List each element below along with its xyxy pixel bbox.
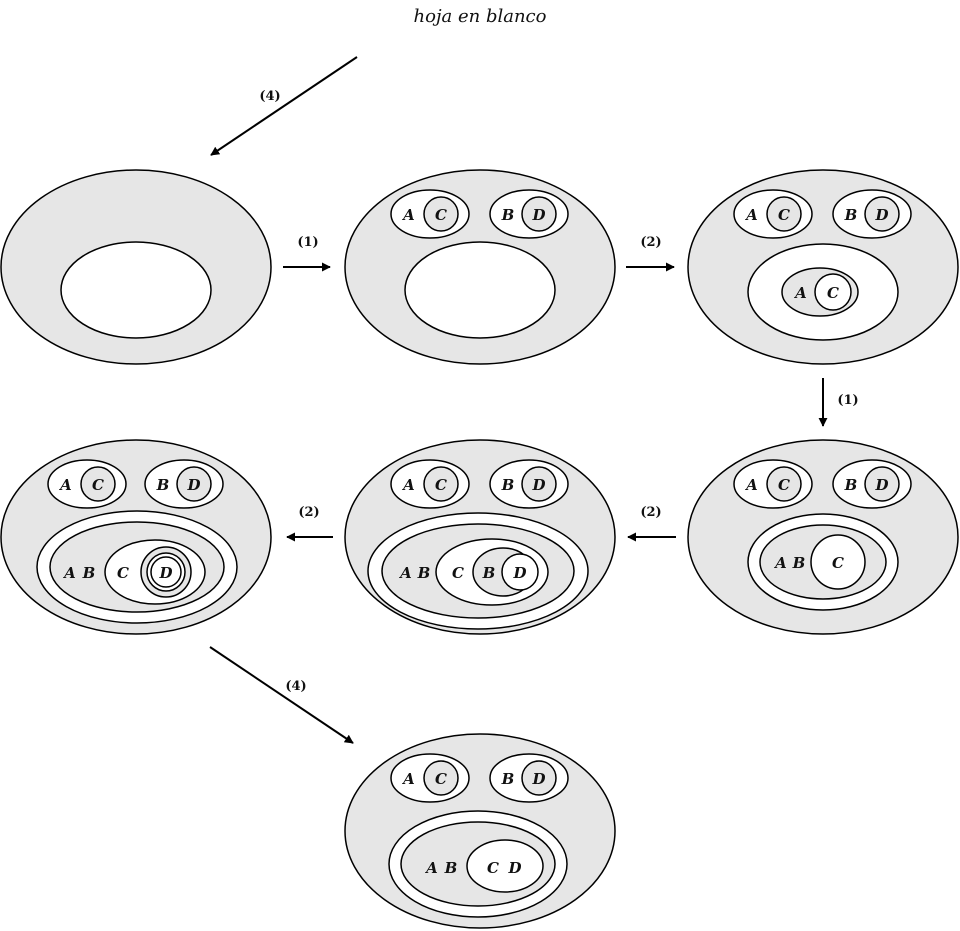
letter-a: A (58, 476, 72, 494)
letter-a: A (401, 206, 415, 224)
cut-d (176, 466, 212, 502)
step-label-2-c: (2) (298, 505, 319, 520)
step-label-4-top: (4) (259, 89, 280, 104)
letter-b: B (792, 554, 806, 572)
letter-b: B (844, 206, 858, 224)
diagram-title: hoja en blanco (414, 6, 547, 27)
letter-c: C (117, 564, 129, 582)
cut-d (864, 466, 900, 502)
cut-oval (404, 241, 556, 339)
cut-c (766, 196, 802, 232)
letter-b: B (501, 476, 515, 494)
step-label-1-a: (1) (297, 235, 318, 250)
letter-c: C (92, 476, 104, 494)
letter-d: D (512, 564, 526, 582)
letter-a: A (398, 564, 412, 582)
step-label-2-b: (2) (640, 505, 661, 520)
step-label-2-a: (2) (640, 235, 661, 250)
graph-4: A C B D A B C (687, 439, 959, 635)
letter-a: A (744, 206, 758, 224)
graph-6: A C B D A B C D (0, 439, 272, 635)
letter-b: B (444, 859, 458, 877)
letter-c: C (435, 770, 447, 788)
step-label-1-b: (1) (837, 393, 858, 408)
letter-d: D (186, 476, 200, 494)
cut-d (150, 556, 182, 588)
letter-d: D (158, 564, 172, 582)
cut-d (521, 466, 557, 502)
letter-a: A (424, 859, 438, 877)
graph-7: A C B D A B C D (344, 733, 616, 929)
letter-d: D (531, 476, 545, 494)
cut-c (423, 760, 459, 796)
letter-c: C (435, 476, 447, 494)
letter-c: C (778, 206, 790, 224)
letter-d: D (874, 476, 888, 494)
cut-d (501, 553, 539, 591)
cut-d (521, 760, 557, 796)
letter-a: A (793, 284, 807, 302)
letter-d: D (531, 770, 545, 788)
letter-b: B (156, 476, 170, 494)
letter-b: B (82, 564, 96, 582)
letter-a: A (401, 476, 415, 494)
letter-c: C (778, 476, 790, 494)
letter-a: A (62, 564, 76, 582)
arrow-step-4-bottom (209, 646, 354, 744)
cut-c (423, 196, 459, 232)
inner-cut-c (814, 273, 852, 311)
letter-c: C (827, 284, 839, 302)
graph-1 (0, 169, 272, 365)
letter-d: D (874, 206, 888, 224)
letter-b: B (501, 206, 515, 224)
letter-d: D (507, 859, 521, 877)
letter-b: B (844, 476, 858, 494)
graph-5: A C B D A B C B D (344, 439, 616, 635)
cut-cd (466, 839, 544, 893)
cut-d (521, 196, 557, 232)
cut-c (766, 466, 802, 502)
letter-a: A (744, 476, 758, 494)
cut-c (423, 466, 459, 502)
letter-c: C (487, 859, 499, 877)
letter-a: A (773, 554, 787, 572)
letter-b: B (482, 564, 496, 582)
letter-c: C (452, 564, 464, 582)
letter-c: C (435, 206, 447, 224)
arrow-step-4-top (210, 56, 358, 156)
graph-2: A C B D (344, 169, 616, 365)
cut-oval (60, 241, 212, 339)
letter-b: B (501, 770, 515, 788)
cut-d (864, 196, 900, 232)
step-label-4-bottom: (4) (285, 679, 306, 694)
letter-a: A (401, 770, 415, 788)
letter-c: C (832, 554, 844, 572)
letter-d: D (531, 206, 545, 224)
cut-c (810, 534, 866, 590)
cut-c (80, 466, 116, 502)
letter-b: B (417, 564, 431, 582)
graph-3: A C B D A C (687, 169, 959, 365)
